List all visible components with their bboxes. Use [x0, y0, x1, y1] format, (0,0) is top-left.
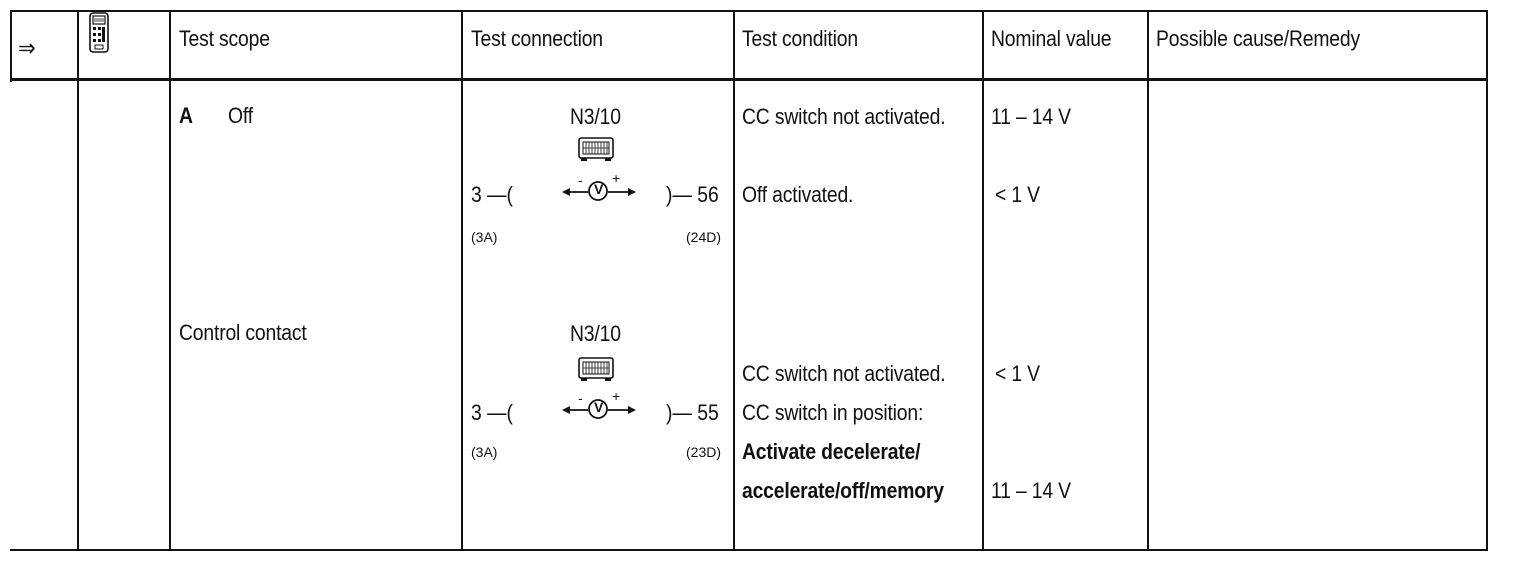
- table-top-border: [10, 10, 1488, 12]
- condition-text: CC switch in position:: [742, 400, 924, 425]
- nominal-value: 11 – 14 V: [991, 478, 1071, 503]
- socket-left: (3A): [471, 229, 498, 245]
- condition-text: CC switch not activated.: [742, 104, 946, 129]
- pin-left: 3 —(: [471, 400, 513, 425]
- col-divider-5: [982, 10, 984, 551]
- voltmeter-symbol: [560, 172, 640, 204]
- condition-text-bold: Activate decelerate/: [742, 439, 921, 464]
- socket-right: (24D): [686, 229, 722, 245]
- socket-left: (3A): [471, 444, 498, 460]
- meter-minus: -: [578, 390, 583, 406]
- col-divider-3: [461, 10, 463, 551]
- pin-right: )— 55: [666, 400, 719, 425]
- tester-icon: [88, 12, 110, 54]
- meter-v: V: [594, 181, 604, 197]
- header-test-connection: Test connection: [471, 26, 603, 51]
- condition-text: CC switch not activated.: [742, 361, 946, 386]
- voltmeter-symbol: [560, 390, 640, 422]
- test-scope-control-contact: Control contact: [179, 320, 307, 345]
- nominal-value: < 1 V: [995, 182, 1040, 207]
- pin-right: )— 56: [666, 182, 719, 207]
- condition-text: Off activated.: [742, 182, 854, 207]
- test-scope-off: Off: [228, 103, 253, 128]
- table-right-border: [1486, 10, 1488, 551]
- step-label: A: [179, 103, 193, 128]
- meter-minus: -: [578, 172, 583, 188]
- component-label: N3/10: [570, 104, 621, 129]
- col-divider-1: [77, 10, 79, 551]
- component-label: N3/10: [570, 321, 621, 346]
- table-left-border: [10, 10, 12, 82]
- header-test-scope: Test scope: [179, 26, 270, 51]
- header-arrow: ⇒: [18, 35, 36, 62]
- col-divider-4: [733, 10, 735, 551]
- nominal-value: 11 – 14 V: [991, 104, 1071, 129]
- nominal-value: < 1 V: [995, 361, 1040, 386]
- pin-left: 3 —(: [471, 182, 513, 207]
- header-bottom-border: [10, 78, 1488, 81]
- col-divider-2: [169, 10, 171, 551]
- ecu-connector-icon: [578, 356, 614, 382]
- header-possible-cause: Possible cause/Remedy: [1156, 26, 1360, 51]
- col-divider-6: [1147, 10, 1149, 551]
- condition-text-bold: accelerate/off/memory: [742, 478, 944, 503]
- meter-plus: +: [612, 388, 621, 404]
- ecu-connector-icon: [578, 136, 614, 162]
- meter-v: V: [594, 399, 604, 415]
- meter-plus: +: [612, 170, 621, 186]
- header-nominal-value: Nominal value: [991, 26, 1112, 51]
- socket-right: (23D): [686, 444, 722, 460]
- table-bottom-border: [10, 549, 1488, 551]
- header-test-condition: Test condition: [742, 26, 858, 51]
